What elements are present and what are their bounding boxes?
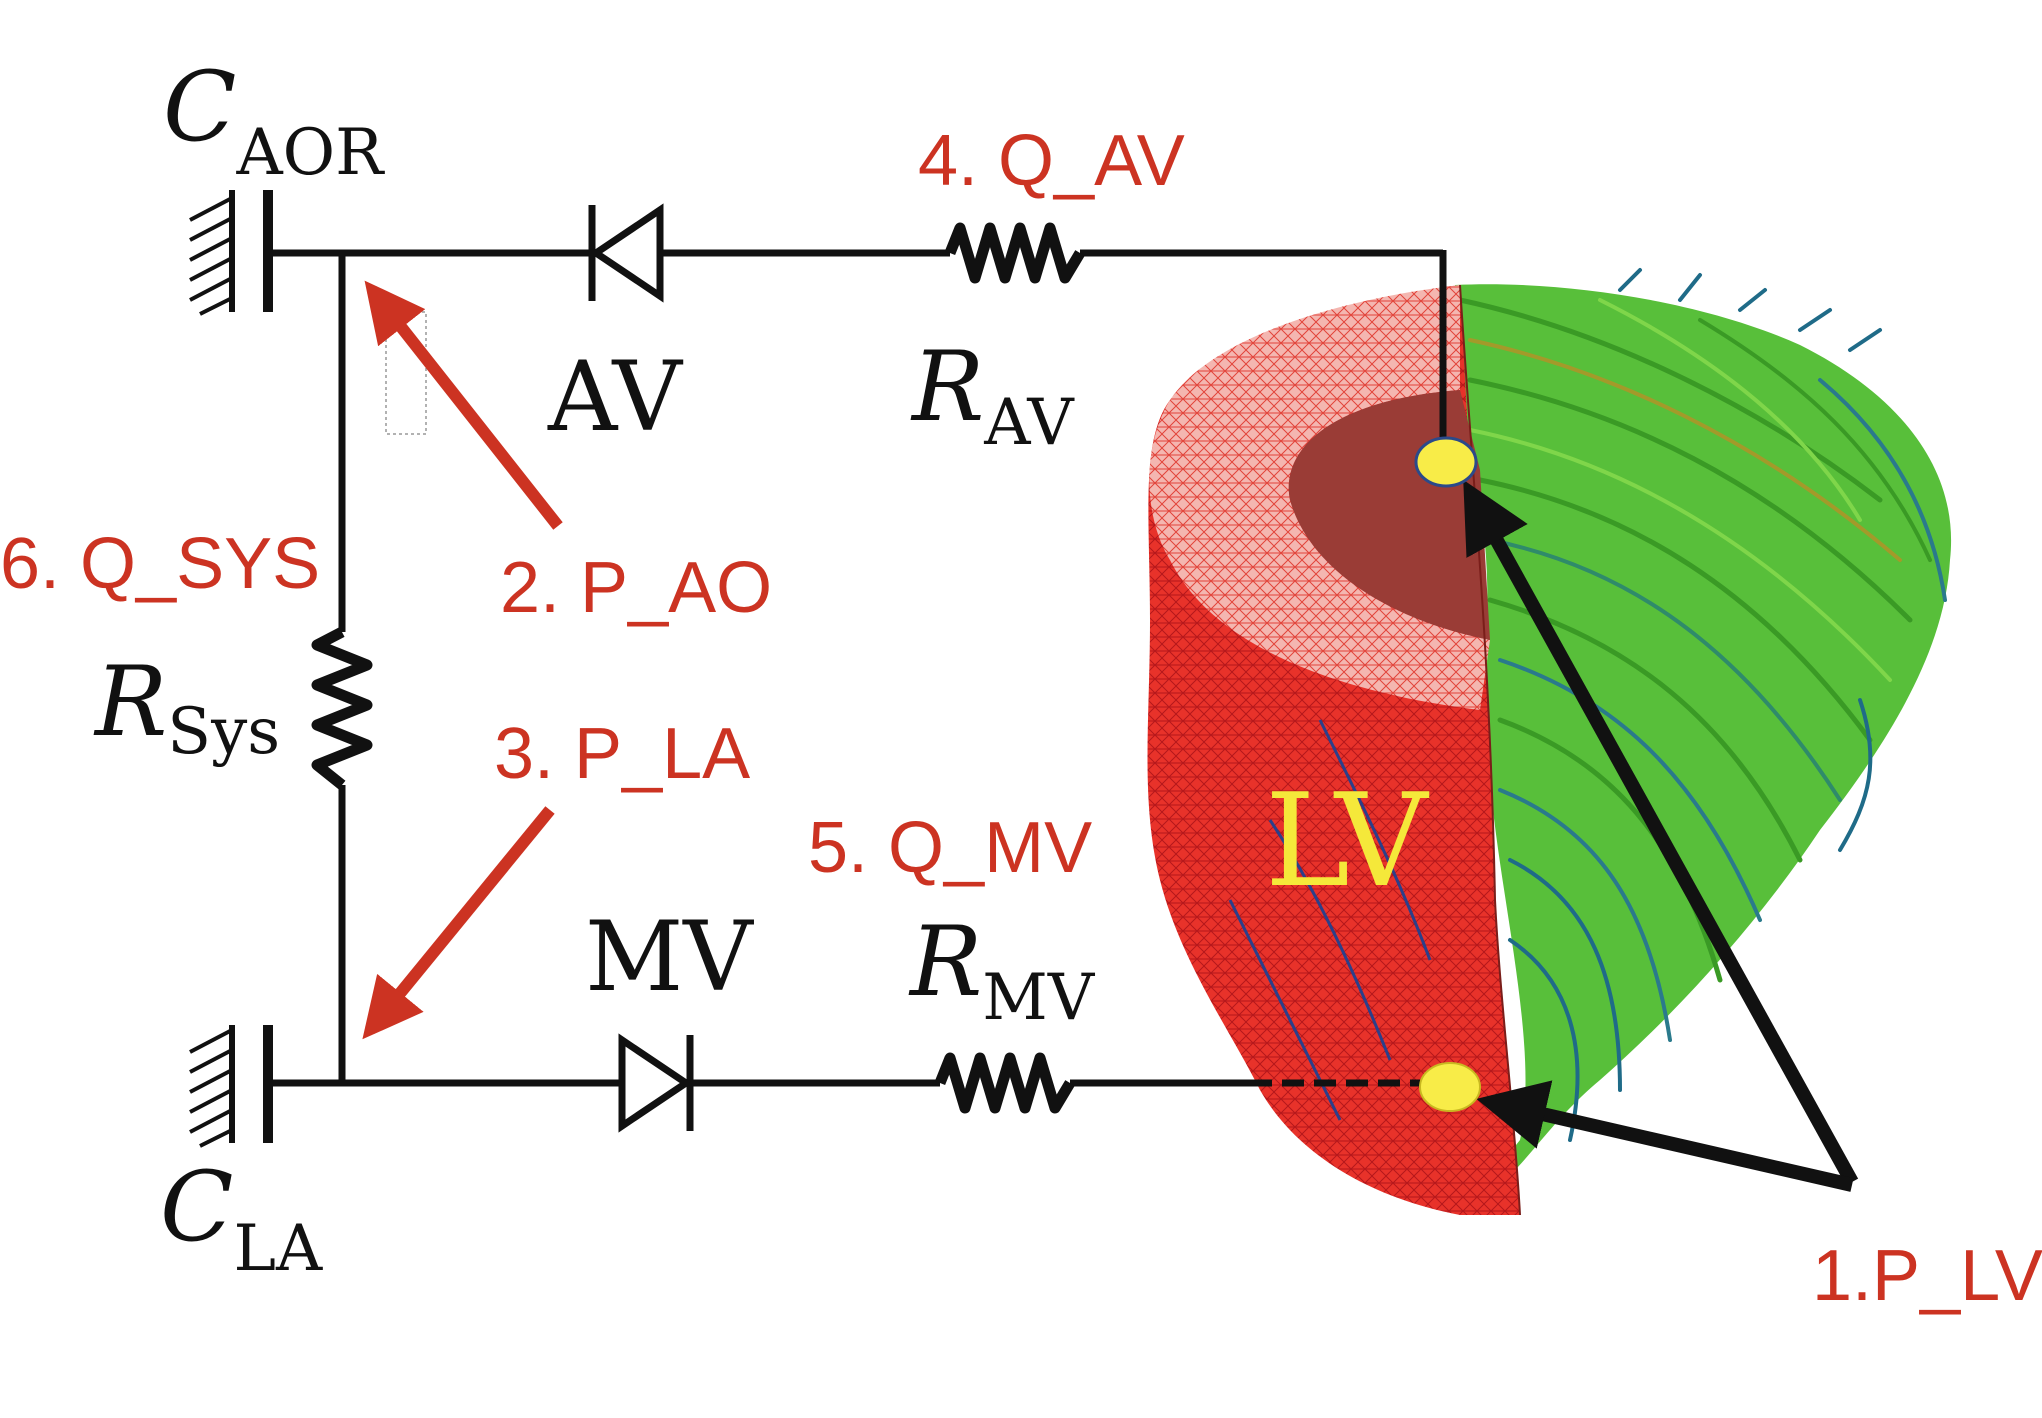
p-la-arrow bbox=[362, 806, 555, 1040]
capacitor-c-la bbox=[189, 1025, 273, 1148]
resistor-r-sys bbox=[311, 627, 373, 790]
p-lv-arrow-bottom bbox=[1476, 1080, 1854, 1192]
lv-label: LV bbox=[1265, 767, 1430, 916]
q-av-label: 4. Q_AV bbox=[918, 121, 1185, 201]
r-mv-symbol: R bbox=[908, 906, 982, 1018]
c-aor-label: CAOR bbox=[163, 51, 385, 190]
mv-label: MV bbox=[585, 901, 754, 1013]
p-lv-arrows bbox=[1463, 479, 1859, 1192]
lv-heart-model: LV bbox=[1147, 268, 1952, 1216]
r-av-subscript: AV bbox=[983, 386, 1075, 460]
q-sys-label: 6. Q_SYS bbox=[0, 524, 320, 604]
fiber-region bbox=[1455, 284, 1952, 1215]
resistor-r-av bbox=[944, 222, 1085, 284]
q-mv-label: 5. Q_MV bbox=[808, 808, 1092, 888]
r-av-label: RAV bbox=[910, 331, 1075, 460]
annotation-arrows bbox=[362, 280, 563, 1040]
fiber-strands bbox=[1457, 268, 1947, 1142]
myocardium-cut-face bbox=[1149, 285, 1490, 710]
c-la-label: CLA bbox=[160, 1151, 323, 1286]
r-sys-subscript: Sys bbox=[167, 695, 280, 769]
c-la-symbol: C bbox=[160, 1151, 233, 1263]
lv-node-bottom bbox=[1419, 1062, 1481, 1112]
r-av-symbol: R bbox=[910, 331, 984, 443]
p-lv-arrow-top bbox=[1463, 479, 1859, 1186]
p-lv-label: 1.P_LV bbox=[1812, 1236, 2042, 1316]
r-sys-label: RSys bbox=[93, 646, 280, 769]
capacitor-c-aor bbox=[189, 190, 273, 316]
measurement-labels: 4. Q_AV 6. Q_SYS 2. P_AO 3. P_LA 5. Q_MV… bbox=[0, 121, 2042, 1316]
c-aor-symbol: C bbox=[163, 51, 236, 163]
diode-mv bbox=[618, 1033, 694, 1133]
r-sys-symbol: R bbox=[93, 646, 167, 758]
r-mv-subscript: MV bbox=[982, 961, 1096, 1035]
circuit-wires bbox=[268, 249, 1447, 1087]
resistor-r-mv bbox=[934, 1052, 1075, 1114]
p-ao-arrow bbox=[364, 280, 563, 530]
diode-av bbox=[588, 203, 664, 303]
p-la-label: 3. P_LA bbox=[494, 714, 750, 794]
p-ao-label: 2. P_AO bbox=[500, 548, 772, 628]
lv-node-top bbox=[1414, 436, 1478, 488]
r-mv-label: RMV bbox=[908, 906, 1096, 1035]
c-la-subscript: LA bbox=[233, 1212, 323, 1286]
c-aor-subscript: AOR bbox=[235, 116, 385, 190]
av-label: AV bbox=[547, 341, 684, 453]
